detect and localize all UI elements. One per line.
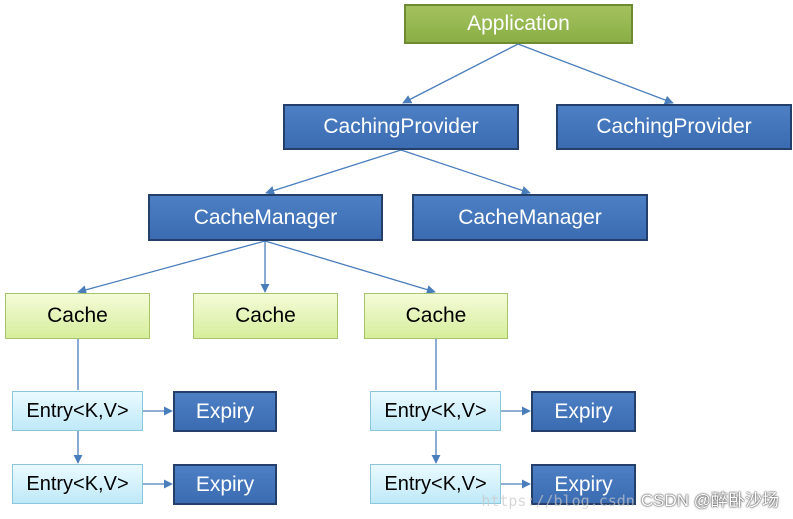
expiry-node-3: Expiry: [531, 391, 636, 432]
watermark: https://blog.csdn CSDN @醉卧沙场: [481, 486, 779, 511]
manager-to-cache-1-arrow: [77, 240, 266, 295]
watermark-url: https://blog.csdn: [481, 492, 635, 510]
entry-node-2: Entry<K,V>: [12, 464, 143, 504]
entry-node-3: Entry<K,V>: [370, 391, 501, 431]
cache-node-1: Cache: [5, 293, 150, 339]
application-to-provider-2-arrow: [517, 43, 674, 105]
application-node: Application: [404, 4, 633, 44]
expiry-node-1: Expiry: [173, 391, 277, 432]
cache-manager-node-1: CacheManager: [148, 194, 383, 241]
manager-to-cache-3-arrow: [264, 240, 436, 295]
expiry-node-2: Expiry: [173, 464, 277, 505]
expiry-node-4: Expiry: [531, 464, 636, 505]
application-to-provider-1-arrow: [402, 43, 519, 104]
provider-to-manager-2-arrow: [400, 149, 531, 195]
provider-to-manager-1-arrow: [265, 149, 402, 195]
cache-manager-node-2: CacheManager: [412, 194, 648, 241]
entry-node-1: Entry<K,V>: [12, 391, 143, 431]
watermark-text: CSDN @醉卧沙场: [640, 491, 779, 510]
cache-node-2: Cache: [193, 293, 338, 339]
entry-node-4: Entry<K,V>: [370, 464, 501, 504]
caching-provider-node-1: CachingProvider: [283, 104, 519, 150]
caching-provider-node-2: CachingProvider: [556, 104, 792, 150]
cache-node-3: Cache: [364, 293, 508, 339]
